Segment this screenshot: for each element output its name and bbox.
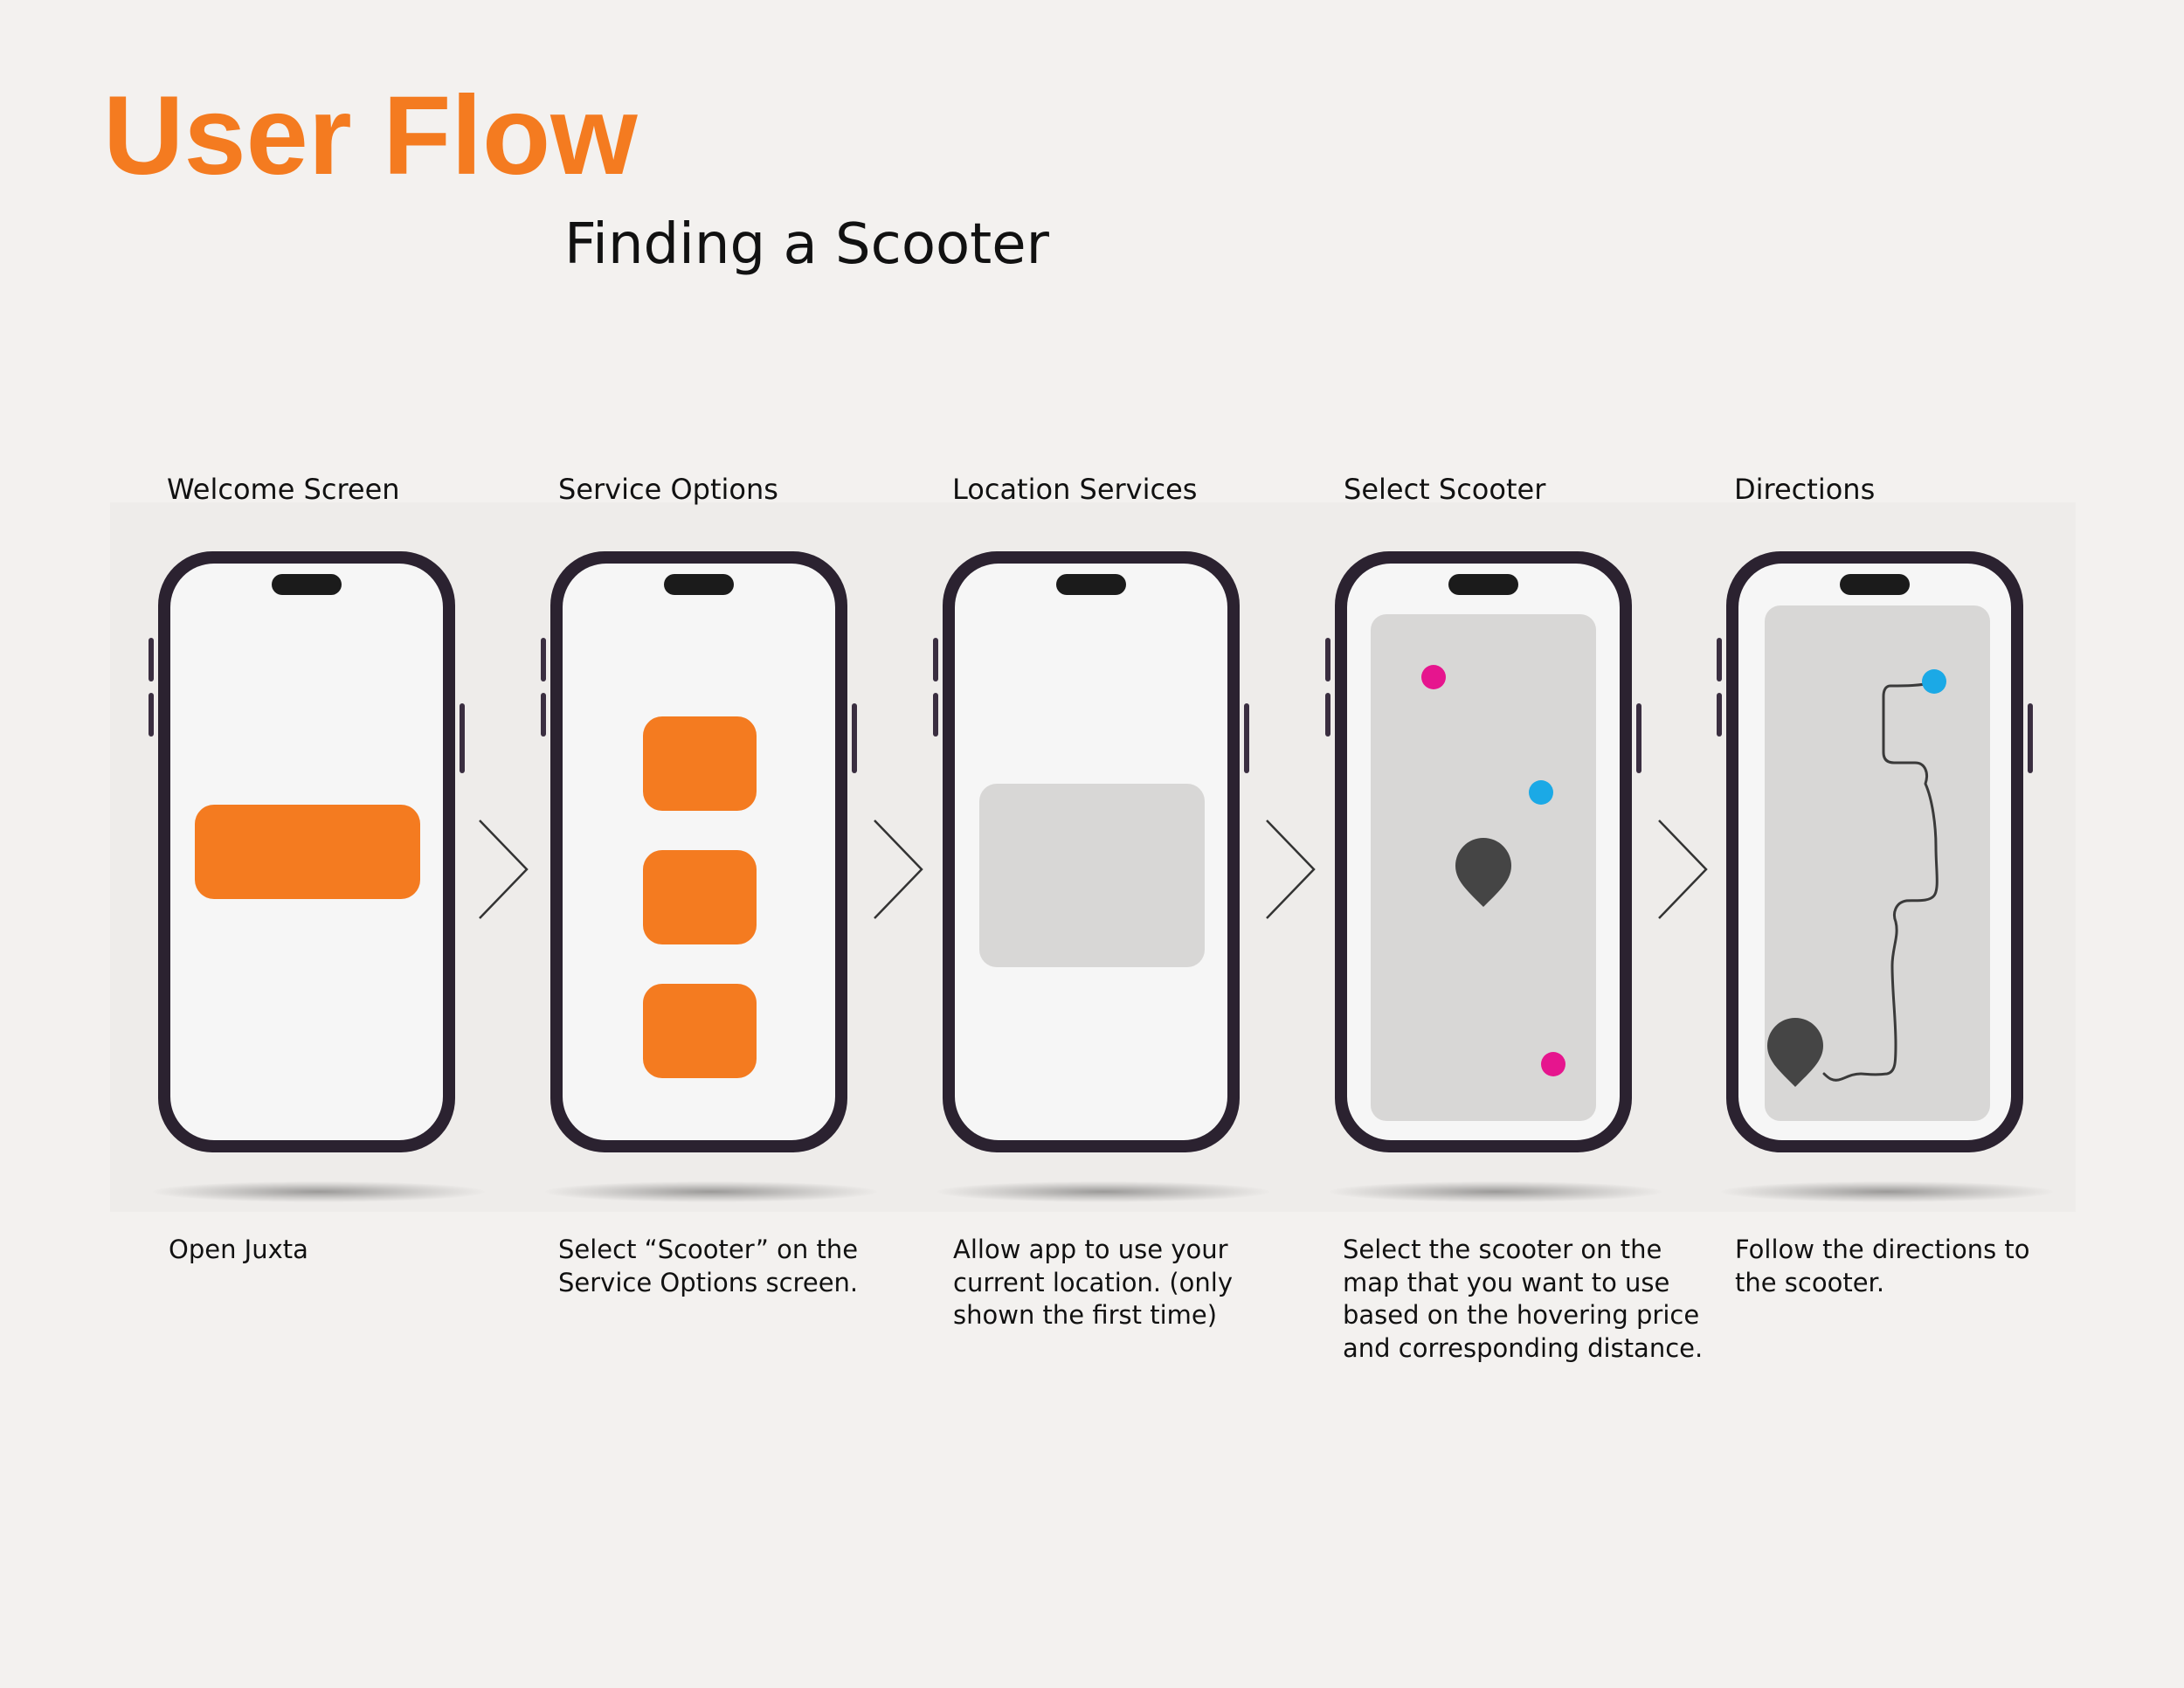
phone-mockup bbox=[149, 551, 465, 1152]
step-label: Service Options bbox=[558, 473, 778, 506]
step-description: Follow the directions to the scooter. bbox=[1735, 1235, 2030, 1297]
step-description: Select “Scooter” on the Service Options … bbox=[558, 1235, 859, 1297]
scooter-marker[interactable] bbox=[1529, 780, 1553, 805]
page-title: User Flow bbox=[103, 73, 638, 198]
scooter-marker[interactable] bbox=[1541, 1052, 1565, 1076]
phone-notch bbox=[1840, 574, 1910, 595]
service-option-button[interactable] bbox=[643, 984, 757, 1078]
phone-shadow bbox=[545, 1181, 877, 1202]
step-label: Select Scooter bbox=[1344, 473, 1546, 506]
phone-shadow bbox=[1330, 1181, 1662, 1202]
phone-shadow bbox=[1721, 1181, 2053, 1202]
step-label: Location Services bbox=[952, 473, 1198, 506]
phone-notch bbox=[1056, 574, 1126, 595]
phone-mockup bbox=[541, 551, 857, 1152]
welcome-button[interactable] bbox=[195, 805, 420, 899]
location-permission-dialog[interactable] bbox=[979, 784, 1205, 967]
step-label: Welcome Screen bbox=[167, 473, 400, 506]
page-subtitle: Finding a Scooter bbox=[564, 212, 1049, 277]
phone-mockup bbox=[1717, 551, 2033, 1152]
chevron-right-icon bbox=[479, 820, 529, 919]
route-line bbox=[1822, 681, 1939, 1082]
scooter-marker[interactable] bbox=[1421, 665, 1446, 689]
phone-shadow bbox=[937, 1181, 1269, 1202]
step-description: Allow app to use your current location. … bbox=[953, 1235, 1233, 1330]
service-option-button[interactable] bbox=[643, 716, 757, 811]
phone-mockup bbox=[933, 551, 1249, 1152]
step-label: Directions bbox=[1734, 473, 1876, 506]
step-description: Select the scooter on the map that you w… bbox=[1343, 1235, 1704, 1363]
phone-notch bbox=[272, 574, 342, 595]
location-pin-icon bbox=[1455, 838, 1511, 907]
scooter-marker[interactable] bbox=[1922, 669, 1946, 694]
chevron-right-icon bbox=[874, 820, 923, 919]
step-description: Open Juxta bbox=[169, 1235, 308, 1264]
location-pin-icon bbox=[1767, 1018, 1823, 1087]
chevron-right-icon bbox=[1266, 820, 1316, 919]
phone-notch bbox=[1448, 574, 1518, 595]
phone-shadow bbox=[153, 1181, 485, 1202]
service-option-button[interactable] bbox=[643, 850, 757, 944]
chevron-right-icon bbox=[1658, 820, 1708, 919]
phone-notch bbox=[664, 574, 734, 595]
map-view[interactable] bbox=[1765, 605, 1990, 1121]
phone-mockup bbox=[1325, 551, 1641, 1152]
